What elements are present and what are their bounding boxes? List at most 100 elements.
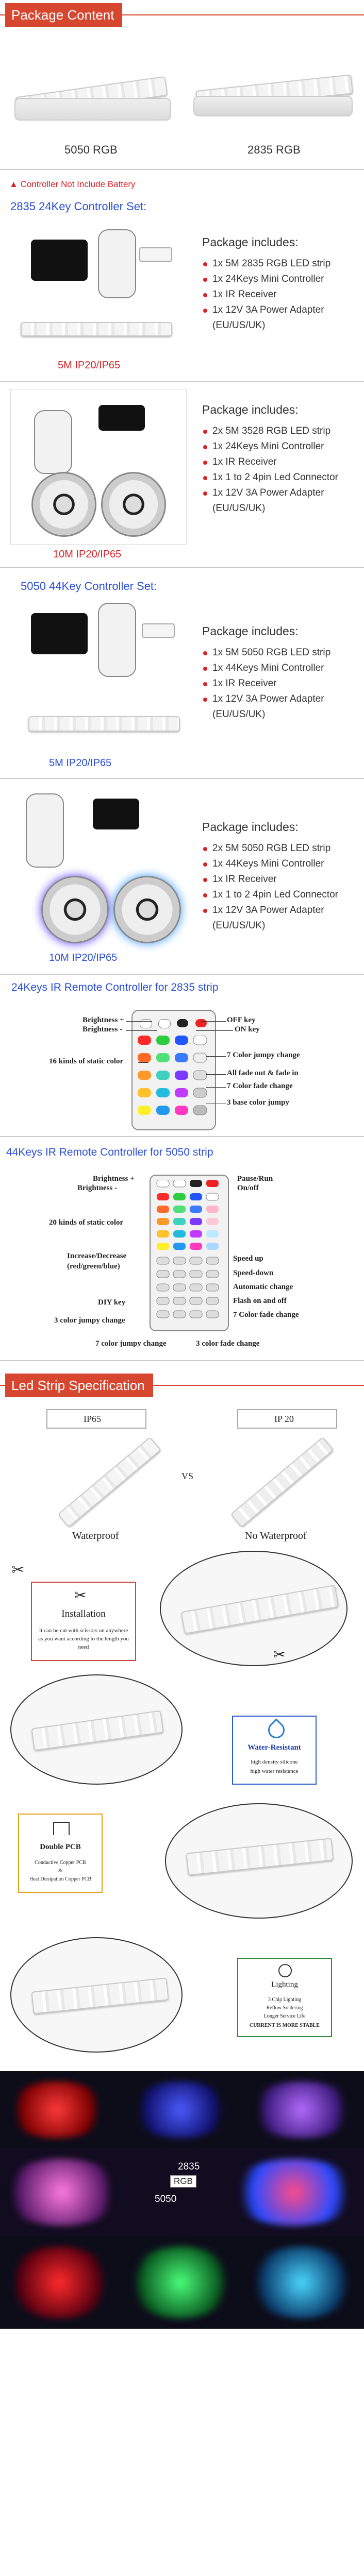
set-c-item: (EU/US/UK): [212, 709, 266, 720]
remote-btn: [189, 1297, 203, 1305]
remote-44-image: [98, 603, 136, 677]
label-2835: 2835: [178, 2161, 200, 2172]
annot44-brightness-down: Brightness -: [77, 1184, 118, 1192]
page-bottom-fill: [0, 2329, 364, 2576]
remote-btn: [156, 1283, 170, 1292]
zoom-strip-image: [31, 1710, 164, 1751]
set-b-includes: Package includes: 2x 5M 3528 RGB LED str…: [202, 402, 338, 516]
scissors-icon: ✂: [11, 1562, 25, 1579]
zoom-strip-image: [186, 1838, 334, 1876]
annot44-pause: Pause/Run: [237, 1175, 273, 1183]
remote-btn: [173, 1257, 186, 1265]
annot-line: [138, 1062, 148, 1063]
set-d-item: 1x 44Keys Mini Controller: [202, 856, 338, 872]
set-a-item: (EU/US/UK): [212, 320, 266, 331]
label-rgb: RGB: [170, 2175, 196, 2188]
color-btn: [175, 1088, 188, 1097]
annot44-incdec: Increase/Decrease: [67, 1252, 127, 1260]
annot44-diy: DIY key: [98, 1298, 126, 1307]
remote-button: [140, 1019, 152, 1028]
scissors-icon: ✂: [74, 1587, 87, 1603]
set-d-item: 1x 1 to 2 4pin Led Connector: [202, 887, 338, 903]
annot-off: OFF key: [227, 1016, 256, 1024]
color-btn: [138, 1053, 151, 1062]
glow-red-2: [5, 2246, 113, 2318]
mini-controller-image: [142, 623, 175, 638]
pcb-title: Double PCB: [40, 1843, 81, 1851]
glow-purple: [247, 2081, 356, 2138]
remote-btn: [173, 1297, 186, 1305]
set-b-includes-title: Package includes:: [202, 403, 299, 416]
annot44-speed-up: Speed up: [233, 1255, 263, 1263]
remote-btn: [173, 1180, 186, 1188]
annot-line: [206, 1074, 226, 1075]
set-c-includes-title: Package includes:: [202, 624, 299, 638]
set-b-caption: 10M IP20/IP65: [53, 549, 122, 560]
remote-button: [177, 1019, 188, 1027]
annot-static-16: 16 kinds of static color: [49, 1057, 124, 1065]
photo-row-2: [0, 2148, 364, 2236]
color-btn: [206, 1230, 219, 1238]
color-btn: [138, 1088, 151, 1097]
set-c-item: 1x 5M 5050 RGB LED strip: [202, 645, 330, 660]
strip-reel-right: [193, 96, 353, 116]
pcb-text3: Heat Dissipation Copper PCB: [29, 1876, 92, 1882]
zoom-strip-image: [180, 1584, 339, 1635]
color-btn: [190, 1230, 202, 1238]
color-btn: [190, 1243, 202, 1250]
divider: [0, 1360, 364, 1361]
set-a-item: 1x 24Keys Mini Controller: [202, 272, 330, 287]
water-card: Water-Resistant high density silicone hi…: [232, 1716, 317, 1785]
color-btn: [206, 1206, 219, 1213]
color-btn: [157, 1230, 169, 1238]
color-btn: [206, 1218, 219, 1225]
annot44-rgb: (red/green/blue): [67, 1262, 120, 1270]
glow-blue: [129, 2081, 232, 2138]
battery-note-text: Controller Not Include Battery: [20, 179, 136, 189]
water-text1: high density silicone: [251, 1759, 298, 1765]
lighting-zoom: [10, 1937, 183, 2053]
set-c-image: [21, 598, 186, 744]
remote-btn: [206, 1310, 219, 1318]
remote24-color-buttons: [138, 1036, 207, 1115]
remote-24-image: [98, 229, 136, 298]
zoom-strip-image: [31, 1977, 169, 2014]
color-btn: [156, 1106, 170, 1115]
remote-btn: [173, 1283, 186, 1292]
color-btn: [173, 1230, 186, 1238]
color-btn: [193, 1105, 207, 1115]
set-b-item: 1x 24Keys Mini Controller: [202, 439, 338, 454]
color-btn: [138, 1106, 151, 1115]
remote-button: [158, 1019, 171, 1028]
color-btn: [156, 1088, 170, 1097]
lighting-title: Lighting: [271, 1980, 298, 1989]
pcb-icon: [53, 1822, 70, 1835]
water-drop-icon: [264, 1718, 288, 1742]
label-5050: 5050: [155, 2194, 177, 2205]
lighting-text1: 3 Chip Lighting: [268, 1997, 301, 2003]
set-a-item: 1x IR Receiver: [202, 287, 330, 302]
remote-btn: [156, 1257, 170, 1265]
set-a-includes-title: Package includes:: [202, 235, 299, 249]
remote-btn: [173, 1270, 186, 1278]
photo-row-1: [0, 2071, 364, 2148]
color-btn: [190, 1193, 202, 1200]
annot-fade7: 7 Color fade change: [227, 1082, 293, 1090]
color-btn: [156, 1071, 170, 1080]
annot44-fade3: 3 color fade change: [196, 1340, 260, 1348]
color-btn: [156, 1036, 170, 1045]
remote-btn: [156, 1270, 170, 1278]
remote44-diagram: [150, 1175, 229, 1331]
package-section: Package Content 5050 RGB 2835 RGB: [0, 0, 364, 170]
color-btn: [138, 1036, 151, 1045]
lighting-text2: Reflow Soldering: [266, 2005, 303, 2011]
vs-label: VS: [181, 1471, 194, 1481]
color-btn: [157, 1193, 169, 1200]
color-btn: [193, 1053, 207, 1063]
annot-fade-all: All fade out & fade in: [227, 1069, 299, 1077]
lighting-card: Lighting 3 Chip Lighting Reflow Solderin…: [237, 1958, 332, 2037]
color-btn: [190, 1218, 202, 1225]
set-c-includes: Package includes: 1x 5M 5050 RGB LED str…: [202, 623, 330, 722]
annot-line: [126, 1030, 157, 1031]
ip65-label: IP65: [84, 1414, 102, 1424]
